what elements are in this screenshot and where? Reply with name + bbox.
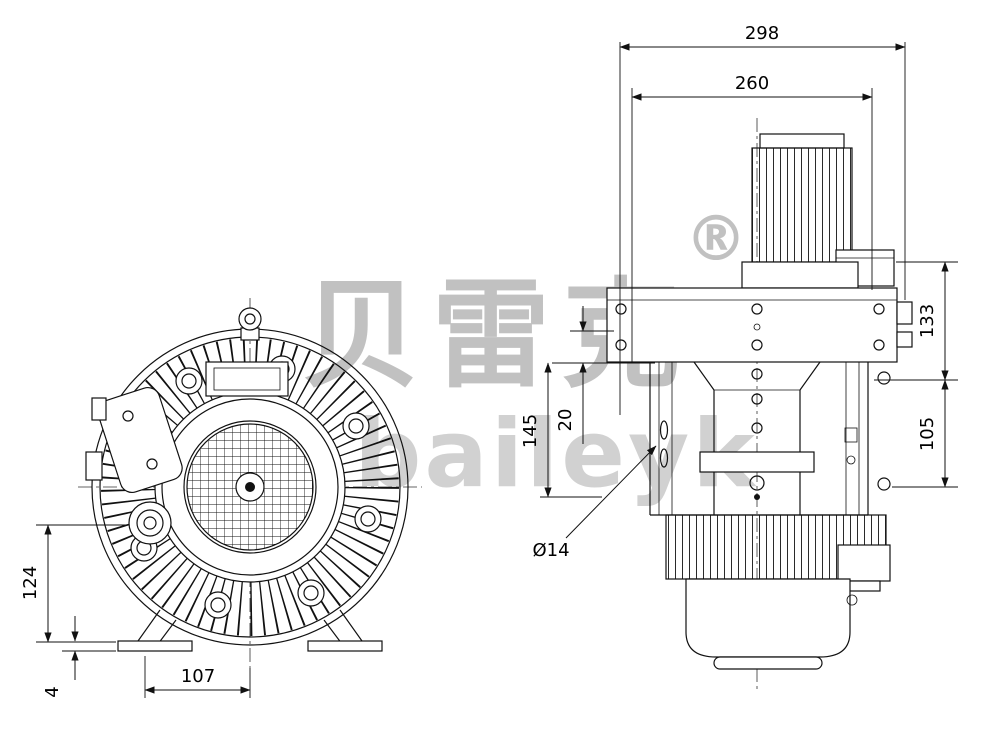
motor-base-flange — [741, 261, 859, 289]
side-mount-hole-lower — [877, 477, 891, 491]
drive-motor — [665, 514, 891, 670]
dim-124: 124 — [20, 524, 127, 643]
cooling-fins — [101, 338, 399, 636]
right-foot — [307, 609, 383, 652]
dim-label-124: 124 — [20, 566, 41, 600]
registered-mark: ® — [685, 202, 747, 275]
side-view — [606, 118, 913, 692]
dim-105: 105 — [892, 379, 958, 488]
front-view — [78, 298, 422, 668]
dim-label-4: 4 — [42, 686, 63, 697]
silencer — [97, 386, 183, 494]
keyhole-slot — [749, 475, 765, 491]
terminal-box-front — [205, 361, 289, 397]
dim-107: 107 — [144, 656, 251, 698]
dim-hole-14: Ø14 — [532, 445, 657, 561]
flange-plate — [606, 287, 913, 363]
dim-label-298: 298 — [745, 23, 779, 44]
top-motor — [741, 133, 895, 289]
dim-20: 20 — [555, 306, 614, 444]
side-tab — [85, 451, 103, 481]
motor-terminal-box — [837, 544, 891, 582]
inlet-port — [128, 501, 172, 545]
dim-label-145: 145 — [520, 414, 541, 448]
dim-label-dia14: Ø14 — [532, 540, 569, 561]
dim-label-105: 105 — [917, 417, 938, 451]
dim-label-133: 133 — [917, 304, 938, 338]
left-foot — [117, 609, 193, 652]
dim-label-107: 107 — [181, 666, 215, 687]
dim-label-260: 260 — [735, 73, 769, 94]
side-tab — [91, 397, 107, 421]
mounting-slot — [659, 448, 669, 468]
mounting-slot — [659, 420, 669, 440]
watermark-latin: baileyk — [354, 400, 758, 509]
dim-298: 298 — [619, 23, 906, 415]
side-mount-hole-upper — [877, 371, 891, 385]
end-cap — [713, 656, 823, 670]
dim-label-20: 20 — [555, 409, 576, 432]
body-collar — [699, 451, 815, 473]
end-bell — [685, 578, 851, 658]
dim-4: 4 — [42, 616, 116, 698]
eye-bolt — [238, 307, 262, 341]
dim-260: 260 — [631, 73, 873, 362]
dim-145: 145 — [520, 362, 655, 498]
pump-body — [649, 361, 891, 516]
dimensions: 298 260 133 105 145 — [20, 23, 958, 698]
